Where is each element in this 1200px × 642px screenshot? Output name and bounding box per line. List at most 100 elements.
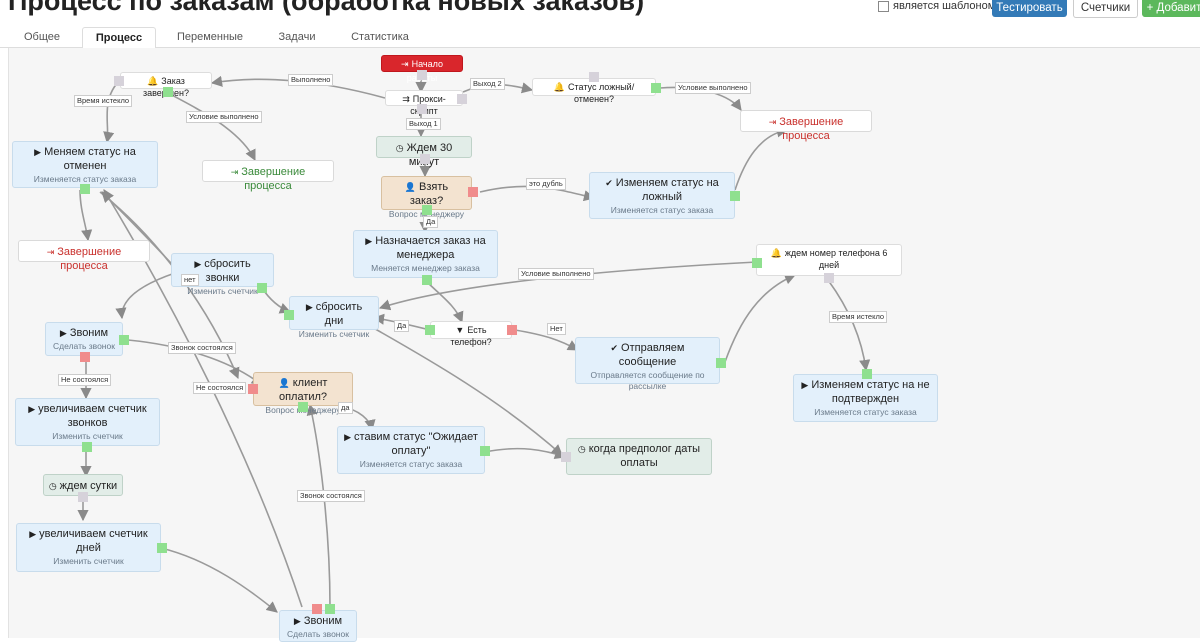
bell-icon: 🔔 — [770, 248, 782, 258]
port-send-msg-out[interactable] — [716, 358, 726, 368]
port-change-false-out[interactable] — [730, 191, 740, 201]
port-call1-ok[interactable] — [119, 335, 129, 345]
port-phone-yes[interactable] — [425, 325, 435, 335]
node-reset-days[interactable]: ▶сбросить дни Изменить счетчик — [289, 296, 379, 339]
node-reset-calls[interactable]: ▶сбросить звонки Изменить счетчик — [171, 253, 274, 296]
tab-bar: Общее Процесс Переменные Задачи Статисти… — [0, 27, 1200, 49]
node-await-pay-sub: Изменяется статус заказа — [359, 459, 463, 469]
edge-label-yes-phone: Да — [394, 320, 410, 332]
port-proxy-right[interactable] — [457, 94, 467, 104]
node-reset-calls-sub: Изменить счетчик — [187, 286, 258, 296]
tab-tasks[interactable]: Задачи — [278, 31, 316, 43]
edge-label-cond-ok-left: Условие выполнено — [186, 111, 262, 123]
port-call2-fail[interactable] — [312, 604, 322, 614]
counters-button[interactable]: Счетчики — [1073, 0, 1138, 18]
port-proxy-bottom[interactable] — [417, 104, 427, 114]
port-call1-fail[interactable] — [80, 352, 90, 362]
edge-label-not-happened-2: Не состоялся — [193, 382, 247, 394]
tab-statistics[interactable]: Статистика — [351, 31, 409, 43]
play-icon: ▶ — [194, 259, 202, 269]
port-waitphone-bottom[interactable] — [824, 273, 834, 283]
node-call1[interactable]: ▶Звоним Сделать звонок — [45, 322, 123, 356]
port-assign-out[interactable] — [422, 275, 432, 285]
port-inc-calls-out[interactable] — [82, 442, 92, 452]
node-pay-date[interactable]: ◷когда предполог даты оплаты — [566, 438, 712, 475]
port-paid-no[interactable] — [248, 384, 258, 394]
node-take-order-title: Взять заказ? — [409, 181, 449, 207]
edge-label-exit2: Выход 2 — [470, 78, 505, 90]
port-wait-day-out[interactable] — [78, 492, 88, 502]
node-wait-day[interactable]: ◷ждем сутки — [43, 474, 123, 496]
port-take-yes[interactable] — [422, 205, 432, 215]
edge-label-cond-ok-phone: Условие выполнено — [518, 268, 594, 280]
play-icon: ▶ — [59, 328, 67, 338]
port-status-right[interactable] — [651, 83, 661, 93]
port-change-cancel-out[interactable] — [80, 184, 90, 194]
filter-icon: ▼ — [455, 325, 465, 335]
edge-label-call-ok: Звонок состоялся — [168, 342, 236, 354]
port-call2-ok[interactable] — [325, 604, 335, 614]
edge-label-yes-take: Да — [423, 216, 439, 228]
play-icon: ▶ — [365, 236, 373, 246]
node-end-green[interactable]: ⇥Завершение процесса — [202, 160, 334, 192]
node-await-pay[interactable]: ▶ставим статус "Ожидает оплату" Изменяет… — [337, 426, 485, 474]
port-paid-yes[interactable] — [298, 402, 308, 412]
node-change-cancel-title: Меняем статус на отменен — [44, 146, 136, 172]
edge-label-done: Выполнено — [288, 74, 334, 86]
tab-general[interactable]: Общее — [23, 31, 61, 43]
node-send-msg[interactable]: ✔Отправляем сообщение Отправляется сообщ… — [575, 337, 720, 391]
node-client-paid[interactable]: 👤клиент оплатил? Вопрос менеджеру — [253, 372, 353, 415]
port-phone-no[interactable] — [507, 325, 517, 335]
node-inc-calls-sub: Изменить счетчик — [52, 431, 123, 441]
edge-label-not-happened-1: Не состоялся — [58, 374, 112, 386]
node-not-confirmed[interactable]: ▶Изменяем статус на не подтвержден Измен… — [793, 374, 938, 422]
node-reset-days-sub: Изменить счетчик — [298, 329, 370, 339]
node-change-false[interactable]: ✔Изменяем статус на ложный Изменяется ст… — [589, 172, 735, 219]
port-not-confirmed-in[interactable] — [862, 369, 872, 379]
port-waitphone-left[interactable] — [752, 258, 762, 268]
node-end-left[interactable]: ⇥Завершение процесса — [18, 240, 150, 272]
play-icon: ▶ — [29, 529, 37, 539]
port-orderdone-left[interactable] — [114, 76, 124, 86]
node-wait-phone[interactable]: 🔔ждем номер телефона 6 дней — [756, 244, 902, 276]
test-button[interactable]: Тестировать — [992, 0, 1067, 17]
node-end-left-label: Завершение процесса — [57, 246, 122, 272]
node-assign[interactable]: ▶Назначается заказ на менеджера Меняется… — [353, 230, 498, 278]
tab-process[interactable]: Процесс — [82, 27, 156, 49]
port-await-pay-out[interactable] — [480, 446, 490, 456]
node-inc-calls-title: увеличиваем счетчик звонков — [38, 403, 147, 429]
node-call2[interactable]: ▶Звоним Сделать звонок — [279, 610, 357, 642]
port-orderdone-bottom[interactable] — [163, 87, 173, 97]
template-checkbox[interactable]: является шаблоном — [878, 0, 995, 12]
node-wait-phone-label: ждем номер телефона 6 дней — [784, 248, 888, 270]
port-reset-calls-out[interactable] — [257, 283, 267, 293]
port-status-top[interactable] — [589, 72, 599, 82]
node-change-cancel[interactable]: ▶Меняем статус на отменен Изменяется ста… — [12, 141, 158, 188]
node-not-confirmed-sub: Изменяется статус заказа — [814, 407, 917, 417]
port-inc-days-out[interactable] — [157, 543, 167, 553]
bell-icon: 🔔 — [553, 82, 565, 92]
node-reset-calls-title: сбросить звонки — [204, 258, 251, 284]
node-has-phone[interactable]: ▼Есть телефон? — [430, 321, 512, 347]
port-wait30-out[interactable] — [420, 154, 430, 164]
node-end-right[interactable]: ⇥Завершение процесса — [740, 110, 872, 142]
user-icon: 👤 — [404, 182, 417, 192]
tab-variables[interactable]: Переменные — [176, 31, 244, 43]
port-start-out[interactable] — [417, 70, 427, 80]
node-status-false-label: Статус ложный/отменен? — [568, 82, 635, 104]
edge-label-duplicate: это дубль — [526, 178, 566, 190]
port-pay-date-in[interactable] — [561, 452, 571, 462]
node-change-false-title: Изменяем статус на ложный — [615, 177, 719, 203]
play-icon: ▶ — [344, 432, 352, 442]
node-inc-calls[interactable]: ▶увеличиваем счетчик звонков Изменить сч… — [15, 398, 160, 446]
play-icon: ▶ — [34, 147, 42, 157]
add-button[interactable]: + Добавить — [1142, 0, 1200, 17]
port-take-no[interactable] — [468, 187, 478, 197]
edge-label-no-phone: Нет — [547, 323, 566, 335]
node-reset-days-title: сбросить дни — [315, 301, 363, 327]
node-inc-days[interactable]: ▶увеличиваем счетчик дней Изменить счетч… — [16, 523, 161, 572]
checkbox-box[interactable] — [878, 0, 889, 12]
node-assign-sub: Меняется менеджер заказа — [371, 263, 480, 273]
port-reset-days-left[interactable] — [284, 310, 294, 320]
node-send-msg-title: Отправляем сообщение — [618, 342, 685, 368]
